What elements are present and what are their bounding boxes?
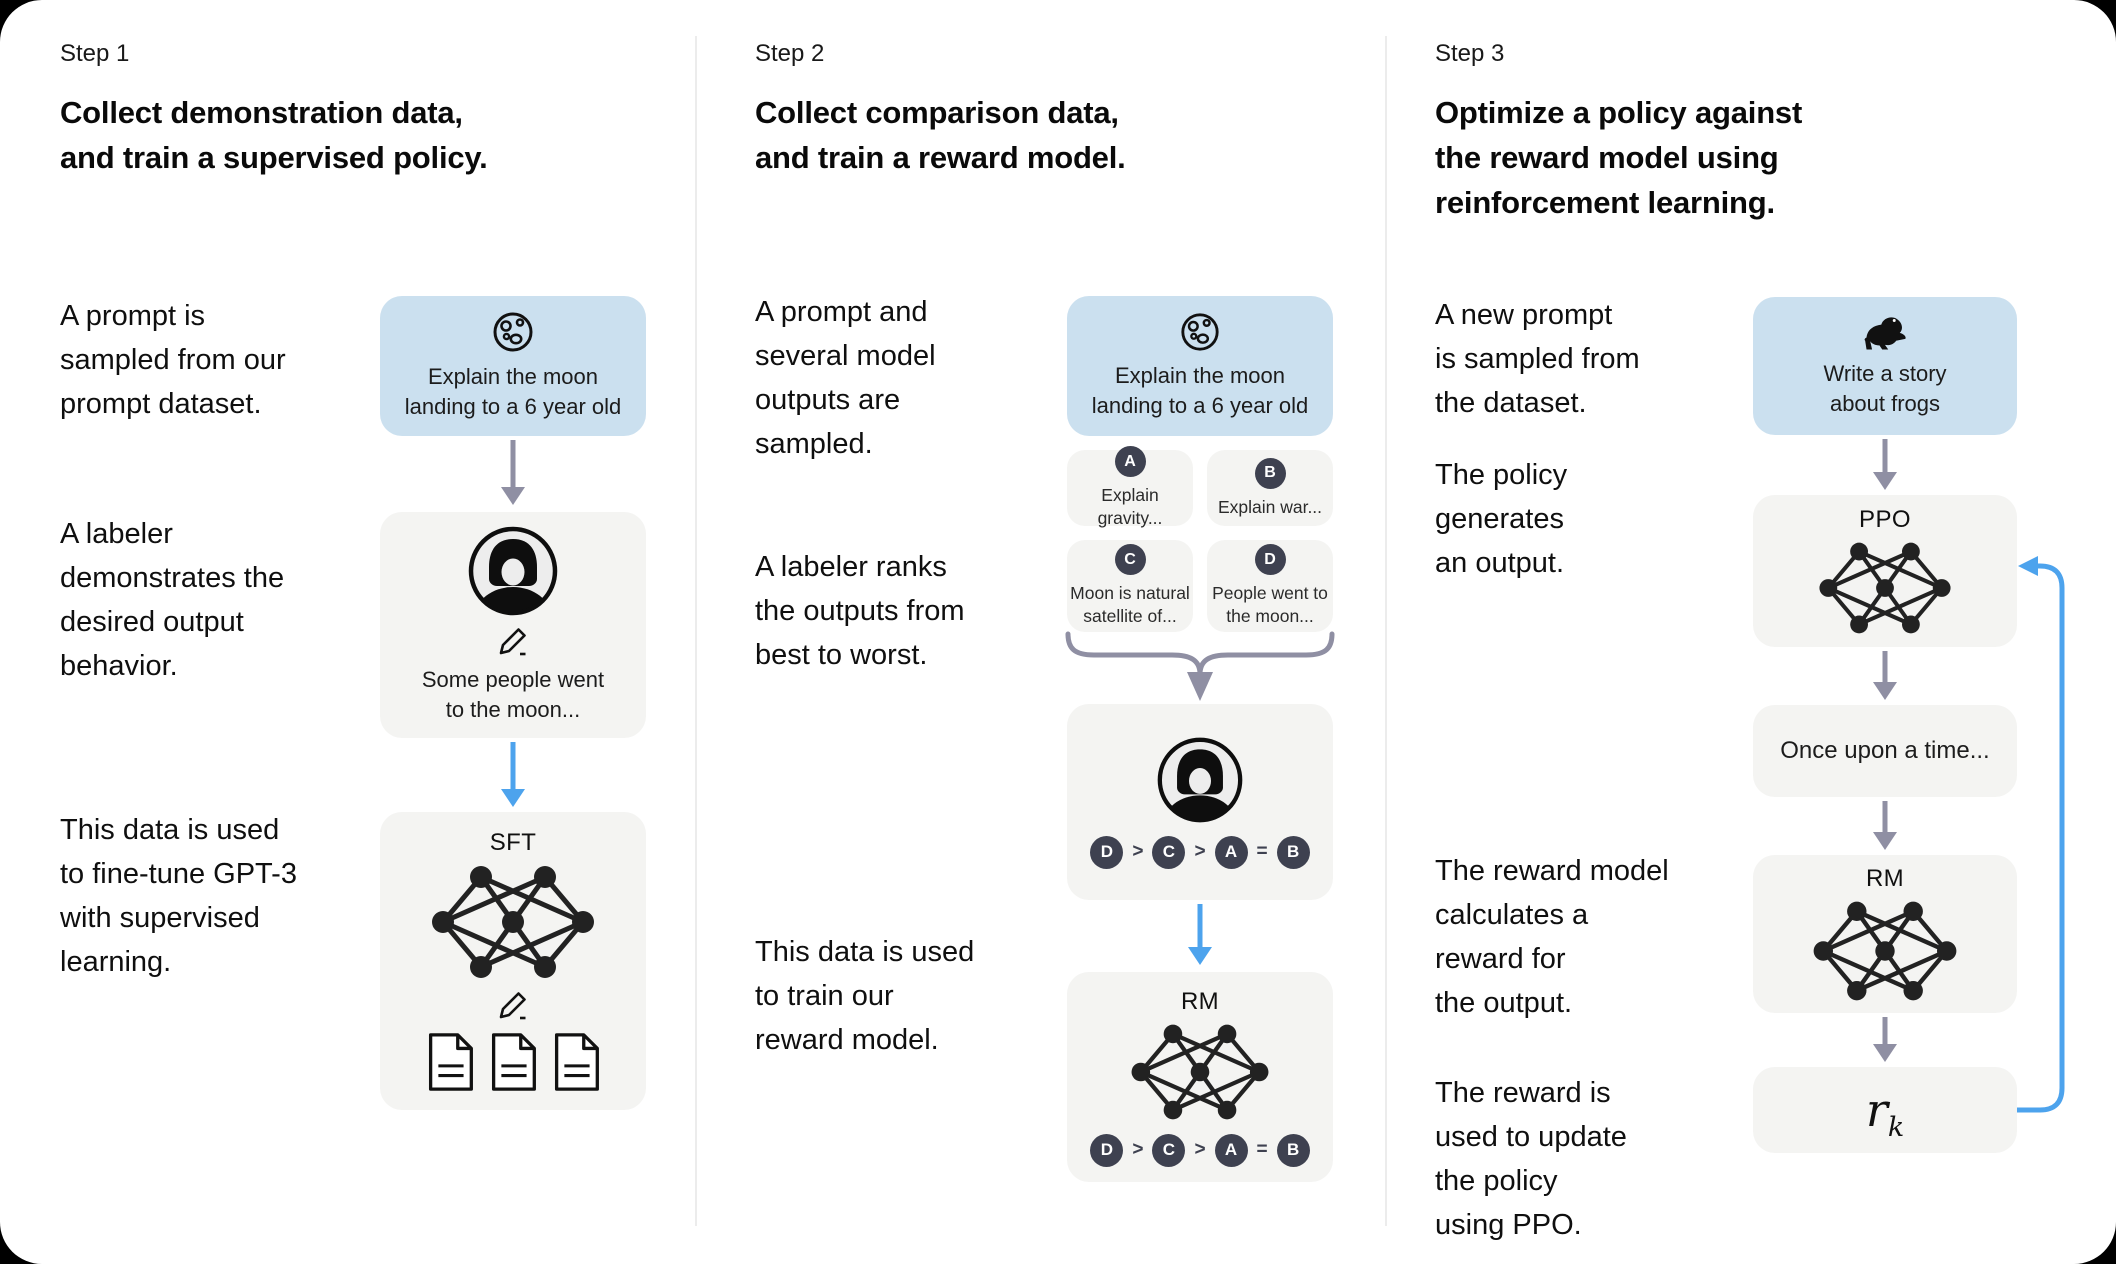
column-divider-2 [1385, 36, 1387, 1226]
step1-caption-data: This data is used to fine-tune GPT-3 wit… [60, 814, 297, 978]
sft-label: SFT [489, 829, 537, 856]
output-card-c: C Moon is natural satellite of... [1067, 540, 1193, 632]
ranking-row: D > C > A = B [1090, 835, 1310, 869]
arrow-down-icon [1873, 439, 1897, 490]
network-icon [432, 866, 594, 978]
step3-reward-value-box: rk [1753, 1067, 2017, 1153]
step3-prompt-text: Write a story about frogs [1823, 361, 1947, 416]
ranking-row: D > C > A = B [1090, 1133, 1310, 1167]
moon-icon [493, 312, 533, 352]
step2-caption-data: This data is used to train our reward mo… [755, 936, 975, 1056]
output-text-a: Explain gravity... [1097, 485, 1163, 528]
labeler-avatar-icon [1157, 737, 1243, 822]
step2-ranking-box: D > C > A = B [1067, 704, 1333, 900]
document-icon [428, 1033, 473, 1091]
step3-label: Step 3 [1435, 40, 1505, 67]
arrow-down-icon [1873, 651, 1897, 700]
step2-rm-box: RM D > C > A = B [1067, 972, 1333, 1182]
column-divider-1 [695, 36, 697, 1226]
rank-badge-3: A [1214, 1133, 1248, 1167]
document-icon [554, 1033, 599, 1091]
step3-prompt-box: Write a story about frogs [1753, 297, 2017, 435]
network-icon [1813, 901, 1957, 1001]
step2-caption-prompt: A prompt and several model outputs are s… [755, 296, 936, 460]
step3-caption-prompt: A new prompt is sampled from the dataset… [1435, 299, 1640, 419]
output-badge-d: D [1254, 544, 1286, 575]
output-badge-a: A [1114, 446, 1146, 477]
output-card-b: B Explain war... [1207, 450, 1333, 526]
feedback-loop-arrow [2017, 556, 2065, 1113]
brace-merge-arrow-icon [1065, 631, 1335, 701]
network-icon [1819, 542, 1951, 634]
rank-separator-3: = [1256, 841, 1268, 862]
output-text-c: Moon is natural satellite of... [1070, 583, 1190, 626]
step3-caption-policy: The policy generates an output. [1435, 459, 1568, 579]
rank-separator-2: > [1194, 1139, 1206, 1160]
arrow-down-icon [1873, 801, 1897, 850]
step2-label: Step 2 [755, 40, 825, 67]
rank-badge-1: D [1090, 1133, 1124, 1167]
output-card-a: A Explain gravity... [1067, 446, 1193, 528]
step3-caption-reward: The reward model calculates a reward for… [1435, 855, 1669, 1019]
output-badge-b: B [1254, 457, 1286, 489]
output-badge-c: C [1114, 544, 1146, 575]
rm-label: RM [1865, 865, 1905, 892]
step2-title: Collect comparison data, and train a rew… [755, 95, 1126, 175]
step3-output-text: Once upon a time... [1780, 737, 1990, 764]
step2-caption-rank: A labeler ranks the outputs from best to… [755, 551, 965, 671]
frog-icon [1864, 317, 1906, 350]
documents-row [422, 1031, 604, 1093]
step1-label: Step 1 [60, 40, 130, 67]
step3-output-box: Once upon a time... [1753, 705, 2017, 797]
output-text-b: Explain war... [1217, 496, 1323, 517]
moon-icon [1181, 313, 1219, 351]
step1-sft-box: SFT [380, 812, 646, 1110]
rank-badge-2: C [1152, 1133, 1186, 1167]
step1-prompt-text: Explain the moon landing to a 6 year old [404, 364, 622, 419]
network-icon [1131, 1024, 1269, 1119]
step2-prompt-box: Explain the moon landing to a 6 year old [1067, 296, 1333, 436]
rank-badge-4: B [1276, 1133, 1310, 1167]
rank-separator-1: > [1132, 841, 1144, 862]
step1-caption-prompt: A prompt is sampled from our prompt data… [60, 300, 286, 420]
step1-prompt-box: Explain the moon landing to a 6 year old [380, 296, 646, 436]
step3-title: Optimize a policy against the reward mod… [1435, 95, 1803, 220]
rank-separator-2: > [1194, 841, 1206, 862]
output-card-d: D People went to the moon... [1207, 540, 1333, 632]
arrow-down-icon [501, 440, 525, 505]
step3-ppo-box: PPO [1753, 495, 2017, 647]
pencil-icon [499, 992, 526, 1020]
rank-badge-3: A [1214, 835, 1248, 869]
document-icon [491, 1033, 536, 1091]
step1-caption-labeler: A labeler demonstrates the desired outpu… [60, 518, 285, 682]
labeler-avatar-icon [468, 526, 558, 616]
rm-label: RM [1180, 987, 1220, 1015]
output-text-d: People went to the moon... [1212, 583, 1328, 626]
rank-separator-3: = [1256, 1139, 1268, 1160]
rank-separator-1: > [1132, 1139, 1144, 1160]
arrow-down-blue-icon [1188, 904, 1212, 965]
step1-labeler-text: Some people went to the moon... [421, 667, 605, 722]
rank-badge-2: C [1152, 835, 1186, 869]
step1-title: Collect demonstration data, and train a … [60, 95, 488, 175]
rank-badge-1: D [1090, 835, 1124, 869]
reward-value: rk [1865, 1083, 1905, 1144]
arrow-down-icon [1873, 1017, 1897, 1062]
step1-labeler-box: Some people went to the moon... [380, 512, 646, 738]
pencil-icon [499, 628, 526, 656]
step3-caption-update: The reward is used to update the policy … [1435, 1077, 1627, 1241]
step3-rm-box: RM [1753, 855, 2017, 1013]
step2-prompt-text: Explain the moon landing to a 6 year old [1091, 363, 1309, 418]
ppo-label: PPO [1859, 506, 1911, 533]
rank-badge-4: B [1276, 835, 1310, 869]
arrow-down-blue-icon [501, 742, 525, 807]
